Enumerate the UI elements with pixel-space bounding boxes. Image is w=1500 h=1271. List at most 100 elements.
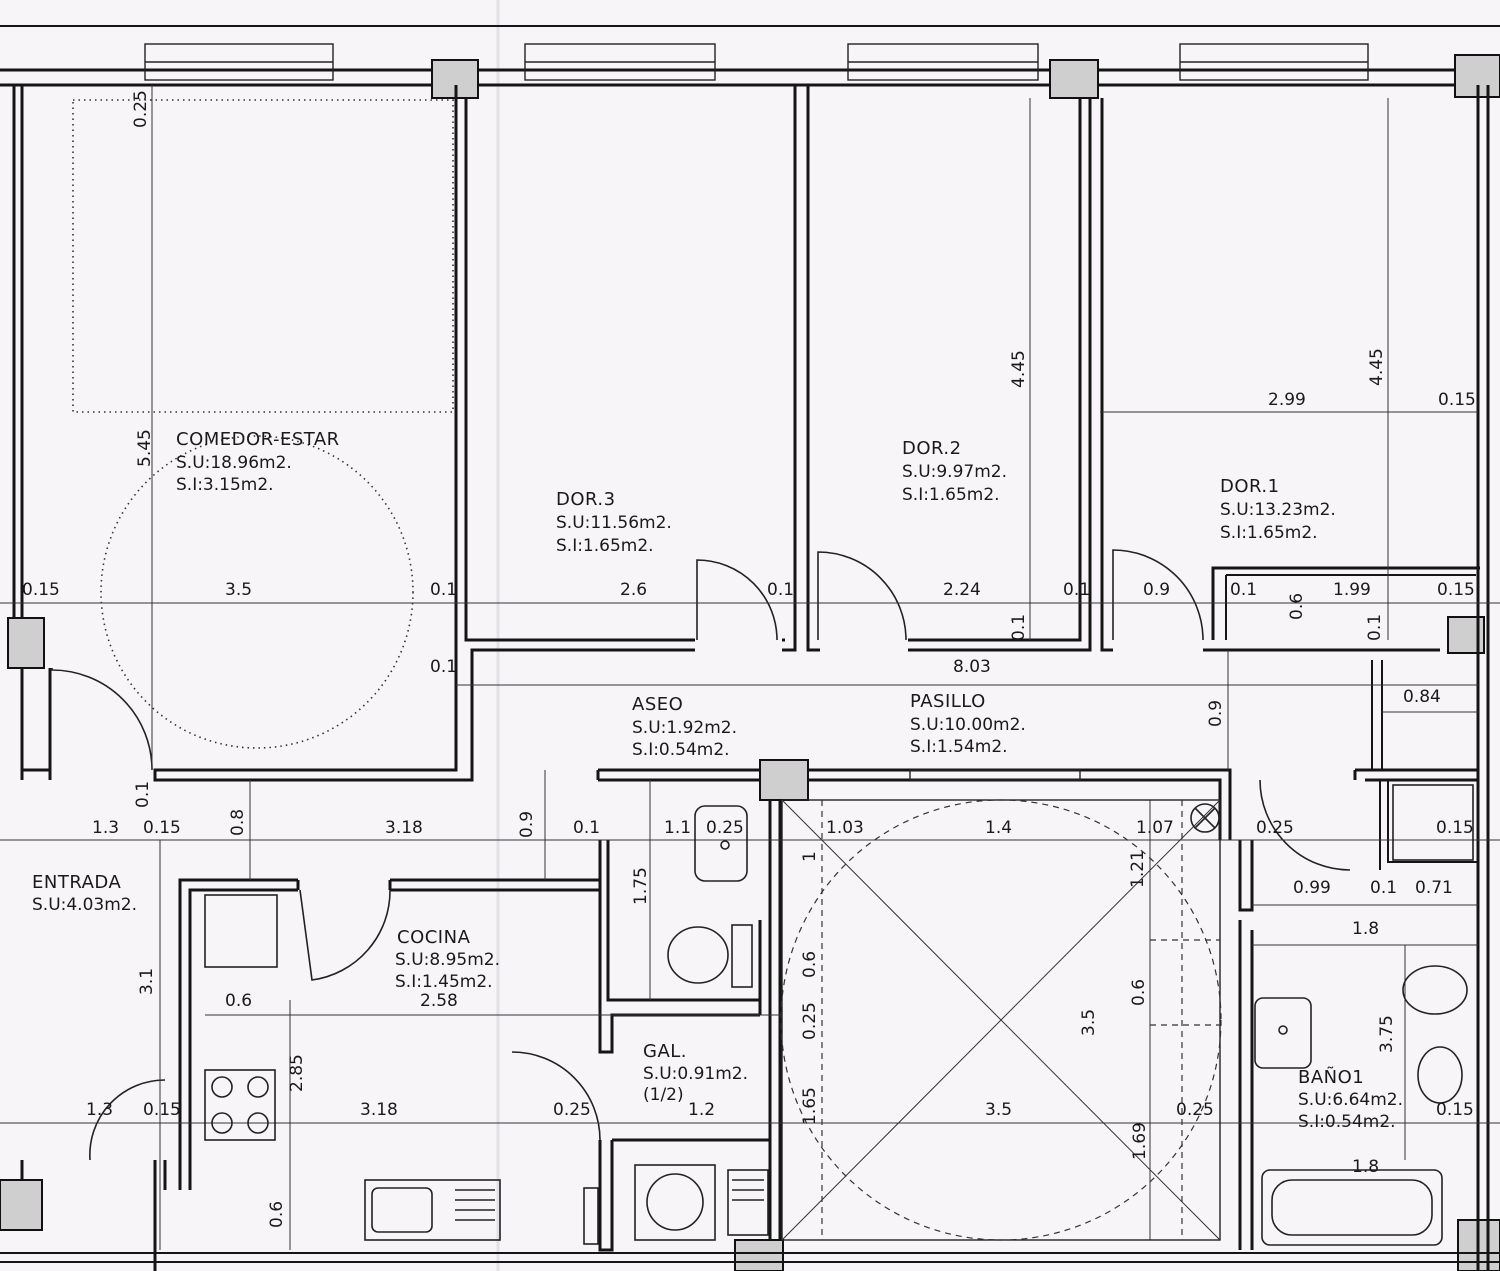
room-interior-area: S.I:3.15m2. (176, 475, 274, 495)
room-cocina: COCINA S.U:8.95m2. S.I:1.45m2. (395, 927, 500, 992)
dimension-label: 0.15 (1436, 818, 1474, 838)
dimension-label: 1.21 (1128, 850, 1148, 888)
room-useful-area: S.U:9.97m2. (902, 462, 1007, 482)
dimension-label: 8.03 (953, 657, 991, 677)
dimension-label: 1.75 (631, 867, 651, 905)
dimension-label: 0.15 (1437, 580, 1475, 600)
dimension-label: 1.1 (664, 818, 691, 838)
dimension-labels: 0.25 5.45 4.45 4.45 2.99 0.15 0.15 3.5 0… (22, 90, 1476, 1228)
room-dor2: DOR.2 S.U:9.97m2. S.I:1.65m2. (902, 438, 1007, 505)
dimension-label: 0.15 (143, 1100, 181, 1120)
light-well (780, 769, 1222, 1241)
dimension-label: 0.1 (430, 657, 457, 677)
dimension-label: 3.5 (1079, 1009, 1099, 1036)
room-interior-area: S.I:1.65m2. (556, 536, 654, 556)
room-name: COMEDOR-ESTAR (176, 429, 340, 450)
room-useful-area: S.U:1.92m2. (632, 718, 737, 738)
dimension-label: 1.03 (826, 818, 864, 838)
room-name: PASILLO (910, 691, 986, 712)
dimension-label: 2.99 (1268, 390, 1306, 410)
room-aseo: ASEO S.U:1.92m2. S.I:0.54m2. (632, 694, 737, 760)
room-interior-area: S.I:1.54m2. (910, 737, 1008, 757)
dimension-label: 0.6 (1129, 979, 1149, 1006)
room-useful-area: S.U:4.03m2. (32, 895, 137, 915)
dimension-label: 2.58 (420, 991, 458, 1011)
interior-walls (0, 85, 1500, 1271)
dimension-label: 0.9 (517, 811, 537, 838)
kitchen-fixtures (204, 894, 501, 1241)
dimension-label: 0.15 (22, 580, 60, 600)
aseo-fixtures (667, 805, 753, 988)
gallery-fixtures (583, 1164, 769, 1245)
bath-sink-icon (1254, 997, 1312, 1069)
room-name: DOR.2 (902, 438, 962, 459)
toilet-icon (1402, 965, 1468, 1015)
dimension-label: 0.25 (553, 1100, 591, 1120)
dimension-label: 2.85 (287, 1054, 307, 1092)
pillar (734, 1239, 784, 1271)
dimension-label: 3.18 (360, 1100, 398, 1120)
room-useful-area: S.U:6.64m2. (1298, 1090, 1403, 1110)
dimension-label: 0.99 (1293, 878, 1331, 898)
room-useful-area: S.U:10.00m2. (910, 715, 1026, 735)
dimension-label: 0.25 (800, 1002, 820, 1040)
room-entrada: ENTRADA S.U:4.03m2. (32, 872, 137, 915)
dimension-label: 0.1 (1009, 614, 1029, 641)
dimension-label: 0.1 (133, 781, 153, 808)
room-useful-area: S.U:8.95m2. (395, 950, 500, 970)
dimension-label: 0.15 (1436, 1100, 1474, 1120)
dimension-label: 0.25 (706, 818, 744, 838)
dimension-label: 1.65 (800, 1087, 820, 1125)
dimension-label: 3.75 (1377, 1015, 1397, 1053)
dimension-label: 1.2 (688, 1100, 715, 1120)
shower-tray-icon (1392, 784, 1474, 861)
dimension-label: 0.1 (1365, 614, 1385, 641)
pillar (0, 1179, 43, 1231)
dimension-label: 0.1 (1370, 878, 1397, 898)
room-dor1: DOR.1 S.U:13.23m2. S.I:1.65m2. (1220, 476, 1336, 543)
dimension-label: 0.6 (225, 991, 252, 1011)
room-interior-area: S.I:1.65m2. (1220, 523, 1318, 543)
room-useful-area: S.U:13.23m2. (1220, 500, 1336, 520)
room-name: DOR.1 (1220, 476, 1280, 497)
exterior-top-wall (0, 25, 1500, 87)
dimension-label: 2.24 (943, 580, 981, 600)
dimension-label: 0.84 (1403, 687, 1441, 707)
room-comedor: COMEDOR-ESTAR S.U:18.96m2. S.I:3.15m2. (176, 429, 340, 495)
dimension-label: 0.15 (1438, 390, 1476, 410)
room-pasillo: PASILLO S.U:10.00m2. S.I:1.54m2. (910, 691, 1026, 757)
dimension-label: 1.3 (86, 1100, 113, 1120)
dimension-label: 0.1 (1063, 580, 1090, 600)
bidet-icon (1417, 1046, 1463, 1104)
washing-machine-icon (634, 1164, 716, 1241)
dimension-label: 0.71 (1415, 878, 1453, 898)
dimension-label: 1.07 (1136, 818, 1174, 838)
bathtub-icon (1261, 1169, 1443, 1246)
sink-icon (694, 805, 748, 882)
dimension-label: 1.99 (1333, 580, 1371, 600)
pillar (1049, 59, 1099, 99)
room-gal: GAL. S.U:0.91m2. (1/2) (643, 1041, 748, 1105)
dimension-label: 0.9 (1206, 700, 1226, 727)
room-useful-area: S.U:11.56m2. (556, 513, 672, 533)
room-useful-area: S.U:18.96m2. (176, 453, 292, 473)
dimension-lines (0, 85, 1500, 1250)
dimension-label: 0.25 (1176, 1100, 1214, 1120)
kitchen-sink-icon (364, 1179, 501, 1241)
dimension-label: 3.5 (225, 580, 252, 600)
dimension-label: 0.15 (143, 818, 181, 838)
room-name: DOR.3 (556, 489, 616, 510)
dimension-label: 0.1 (767, 580, 794, 600)
room-bano1: BAÑO1 S.U:6.64m2. S.I:0.54m2. (1298, 1066, 1403, 1132)
doors (51, 549, 1351, 1161)
dimension-label: 0.1 (573, 818, 600, 838)
cooktop-icon (204, 1069, 276, 1141)
dimension-label: 0.1 (430, 580, 457, 600)
dimension-label: 1.69 (1130, 1122, 1150, 1160)
dimension-label: 0.6 (1287, 593, 1307, 620)
dimension-label: 4.45 (1009, 350, 1029, 388)
drain-icon (1190, 803, 1220, 833)
room-name: GAL. (643, 1041, 687, 1062)
room-interior-area: S.I:1.45m2. (395, 972, 493, 992)
